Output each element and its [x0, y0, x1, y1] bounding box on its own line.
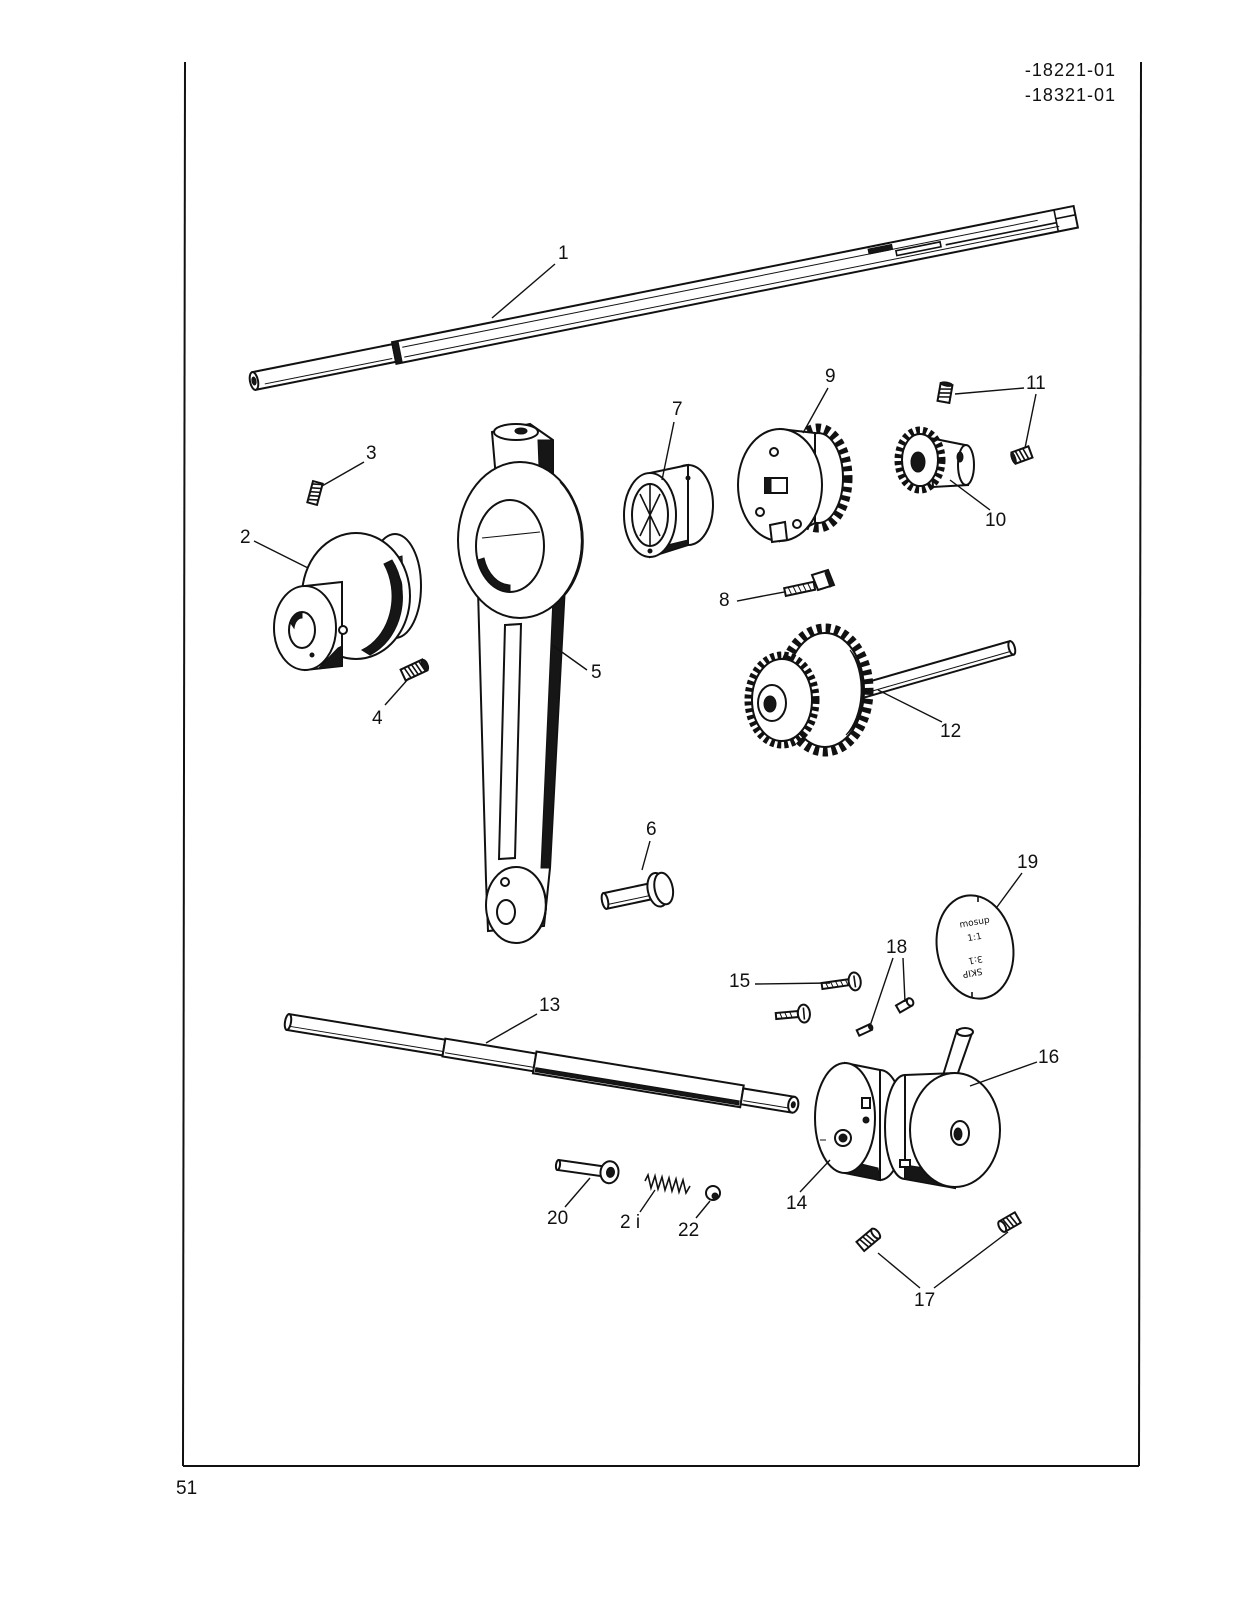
part-8-screw	[782, 568, 836, 598]
part-22-ball	[705, 1185, 721, 1201]
page-number: 51	[176, 1478, 197, 1499]
part-10-gear	[894, 426, 975, 494]
leader-7	[661, 421, 675, 481]
part-number-1: -18221-01	[1025, 60, 1116, 80]
part-number-2: -18321-01	[1025, 85, 1116, 105]
callout-15: 15	[729, 971, 750, 992]
callout-12: 12	[940, 721, 961, 742]
callout-20: 20	[547, 1208, 568, 1229]
part-2-collar	[273, 532, 422, 672]
leader-18a	[869, 957, 894, 1027]
leader-1	[491, 263, 556, 319]
leader-2	[253, 540, 309, 569]
part-11-set-screws	[936, 381, 1034, 465]
part-15-screws	[774, 971, 862, 1024]
leader-22	[695, 1200, 711, 1219]
callout-11: 11	[1026, 373, 1046, 394]
callout-7: 7	[672, 399, 683, 420]
leader-6	[641, 840, 651, 871]
callout-5: 5	[591, 662, 602, 683]
part-17-studs	[855, 1210, 1023, 1253]
leader-19	[996, 872, 1023, 908]
part-6-pin	[600, 871, 675, 911]
leader-17a	[877, 1252, 921, 1289]
part-21-spring	[644, 1172, 691, 1196]
callout-9: 9	[825, 366, 836, 387]
callout-13: 13	[539, 995, 560, 1016]
leader-14	[799, 1159, 831, 1193]
callout-4: 4	[372, 708, 383, 729]
part-5-lever	[457, 422, 584, 944]
leader-9	[802, 387, 829, 434]
leader-15	[754, 982, 831, 985]
callout-3: 3	[366, 443, 377, 464]
part-14-knob	[814, 1061, 905, 1182]
callout-1: 1	[558, 243, 569, 264]
callout-2: 2	[240, 527, 251, 548]
leader-3	[321, 461, 365, 487]
leader-21	[639, 1189, 656, 1213]
dial-plate-ratio-bottom: 3:1	[967, 953, 983, 965]
leader-4	[384, 677, 410, 706]
leader-13	[485, 1013, 538, 1044]
leader-10	[949, 479, 991, 511]
part-7-bushing	[623, 463, 714, 559]
leader-5	[551, 644, 588, 671]
callout-8: 8	[719, 590, 730, 611]
callout-labels: 1 2 3 4 5 6 7 8 9 10 11 12 13 14 15 16 1…	[240, 243, 1059, 1311]
leader-20	[564, 1177, 591, 1208]
part-13-shaft	[283, 1012, 800, 1114]
part-4-set-screw	[399, 658, 430, 682]
callout-18: 18	[886, 937, 907, 958]
page-frame	[182, 61, 1142, 1467]
leader-18b	[902, 957, 906, 1003]
dial-plate-ratio-top: 1:1	[967, 932, 983, 944]
leader-12	[877, 689, 943, 723]
callout-14: 14	[786, 1193, 808, 1214]
callout-6: 6	[646, 819, 657, 840]
callout-19: 19	[1017, 852, 1038, 873]
leader-17b	[933, 1231, 1009, 1289]
callout-16: 16	[1038, 1047, 1059, 1068]
part-9-cam-gear	[737, 423, 853, 544]
leader-lines	[253, 263, 1038, 1289]
leader-11a	[954, 387, 1025, 395]
part-12-gear-shaft	[744, 623, 1017, 757]
part-19-dial-plate: mosup 1:1 SKIP 3:1	[935, 894, 1015, 1000]
part-3-spring	[306, 479, 324, 507]
part-16-knob-handle	[884, 1027, 1001, 1190]
callout-17: 17	[914, 1290, 935, 1311]
leader-8	[736, 591, 785, 602]
callout-21: 2 i	[620, 1212, 640, 1233]
part-20-pin	[554, 1158, 620, 1185]
dial-plate-text-bottom: SKIP	[961, 965, 983, 978]
part-1-shaft	[248, 204, 1080, 392]
callout-10: 10	[985, 510, 1006, 531]
leader-11b	[1024, 393, 1037, 449]
callout-22: 22	[678, 1220, 699, 1241]
leader-16	[969, 1061, 1038, 1087]
part-18-pins	[855, 997, 915, 1038]
